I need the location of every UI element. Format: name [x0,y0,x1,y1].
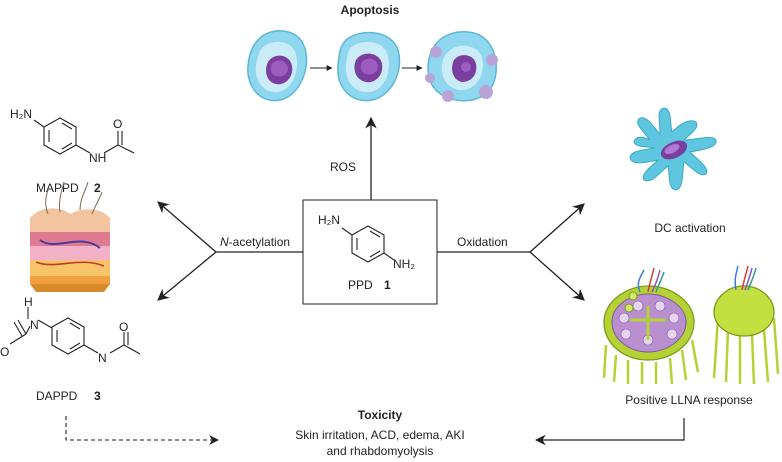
dappd-n1: N [30,318,39,332]
apoptosis-cell-1-icon [247,30,308,102]
toxicity-line2: and rhabdomyolysis [327,444,434,458]
dappd-o1: O [0,345,9,359]
acetylation-arrow-up [157,201,217,253]
dc-label: DC activation [654,221,725,235]
toxicity-line1: Skin irritation, ACD, edema, AKI [295,428,464,442]
oxidation-arrow-down [529,251,585,301]
skin-illustration-icon [30,181,110,292]
dappd-structure [9,307,141,355]
dappd-o2: O [119,320,128,334]
dappd-h: H [24,295,33,309]
lymph-node-section-icon [602,267,700,385]
ppd-box [302,199,438,305]
ppd-name: PPD [348,278,373,292]
ros-label: ROS [330,160,356,174]
dappd-number: 3 [94,389,101,403]
toxicity-title: Toxicity [358,408,403,422]
ppd-nh2-top: H₂N [318,213,340,227]
apoptosis-cell-2-icon [337,31,401,102]
apoptosis-cell-3-icon [425,31,498,102]
dappd-toxicity-dashed-arrow [65,416,219,445]
ppd-number: 1 [384,278,391,292]
dendritic-cell-icon [629,107,717,191]
acetylation-label: N-acetylation [220,235,290,249]
mappd-o: O [113,117,122,131]
llna-toxicity-arrow [534,418,685,446]
oxidation-arrow-up [529,203,585,253]
apoptosis-title: Apoptosis [341,3,400,17]
acetylation-rest: -acetylation [229,235,290,249]
mappd-number: 2 [94,181,101,195]
lymph-node-external-icon [712,265,780,385]
mappd-name: MAPPD [36,181,79,195]
mappd-h2n: H₂N [10,107,32,121]
dappd-n2: N [98,351,107,365]
acetylation-prefix: N [220,235,229,249]
ppd-structure [341,225,395,263]
mappd-nh: NH [89,151,106,165]
ppd-nh2-bottom: NH₂ [393,257,415,271]
dappd-name: DAPPD [36,389,78,403]
oxidation-label: Oxidation [457,235,508,249]
llna-label: Positive LLNA response [625,393,753,407]
mappd-structure [33,117,135,155]
acetylation-arrow-down [157,251,217,301]
